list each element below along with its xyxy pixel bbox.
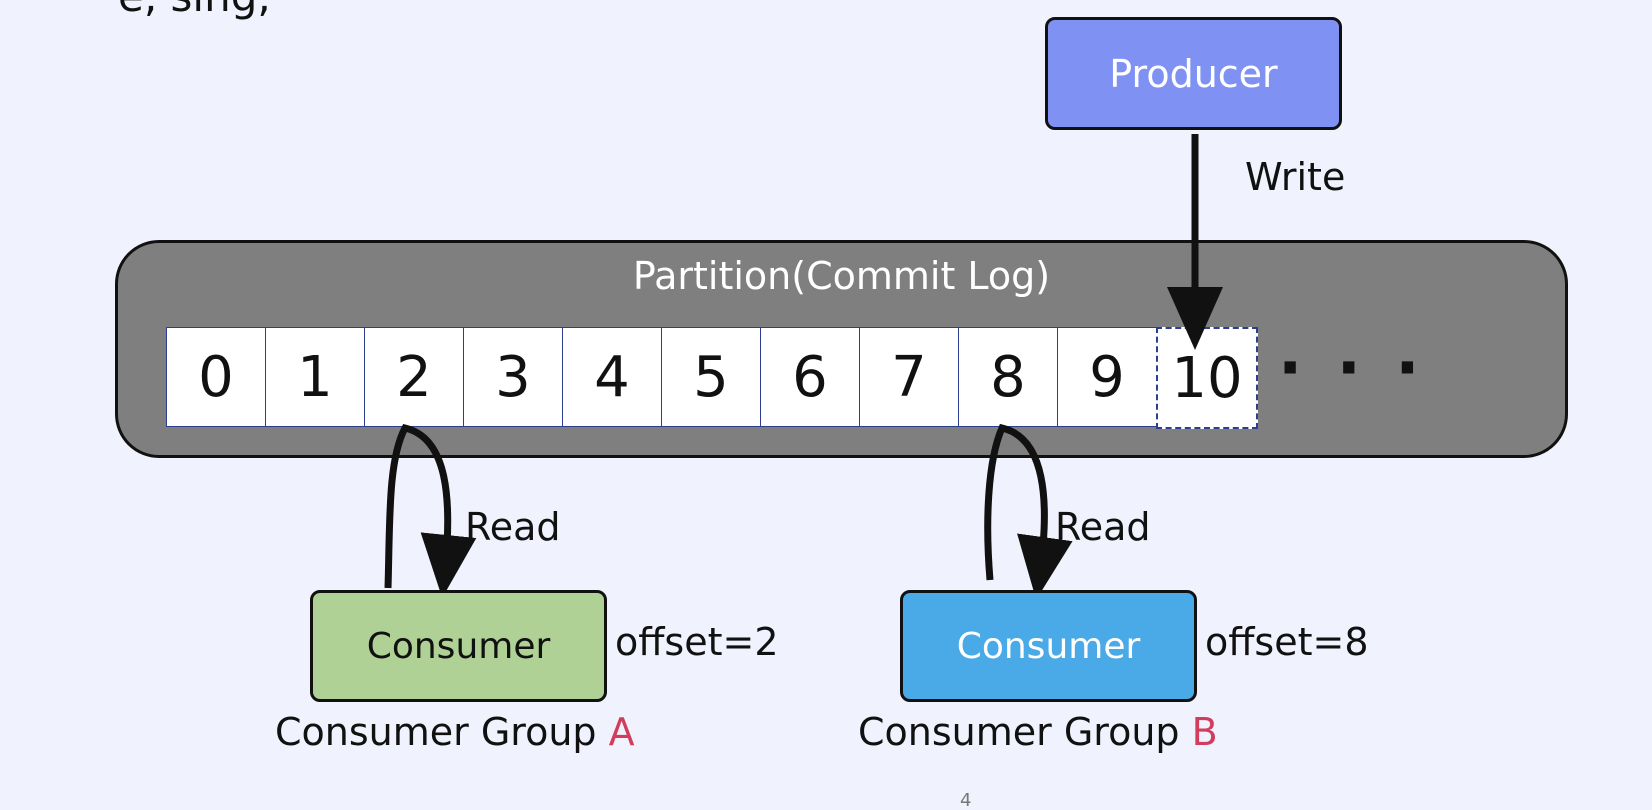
partition-title: Partition(Commit Log) — [632, 254, 1051, 298]
offset-label-b: offset=8 — [1205, 620, 1369, 664]
consumer-group-letter: A — [608, 710, 635, 754]
log-cell: 1 — [265, 327, 365, 427]
log-cell: 9 — [1057, 327, 1157, 427]
page-number: 4 — [960, 790, 972, 810]
consumer-box-a: Consumer — [310, 590, 607, 702]
log-cell: 6 — [760, 327, 860, 427]
consumer-label: Consumer — [956, 625, 1141, 667]
write-label: Write — [1245, 155, 1346, 199]
consumer-group-prefix: Consumer Group — [275, 710, 609, 754]
producer-box: Producer — [1045, 17, 1342, 130]
log-cell: 8 — [958, 327, 1058, 427]
log-cell: 2 — [364, 327, 464, 427]
producer-label: Producer — [1109, 51, 1278, 96]
consumer-group-a: Consumer Group A — [275, 710, 635, 754]
log-cell: 4 — [562, 327, 662, 427]
offset-label-a: offset=2 — [615, 620, 779, 664]
consumer-box-b: Consumer — [900, 590, 1197, 702]
read-arrow-b — [984, 423, 1073, 600]
read-label-a: Read — [465, 505, 561, 549]
log-ellipsis: · · · — [1278, 332, 1426, 406]
consumer-group-letter: B — [1191, 710, 1218, 754]
log-cell: 7 — [859, 327, 959, 427]
consumer-label: Consumer — [366, 625, 551, 667]
read-arrow-a — [384, 423, 477, 598]
consumer-group-prefix: Consumer Group — [858, 710, 1192, 754]
consumer-group-b: Consumer Group B — [858, 710, 1218, 754]
log-cell: 5 — [661, 327, 761, 427]
log-cells: 0 1 2 3 4 5 6 7 8 9 10 — [166, 327, 1258, 429]
top-cut-text: e, sing, — [118, 0, 271, 21]
read-label-b: Read — [1055, 505, 1151, 549]
